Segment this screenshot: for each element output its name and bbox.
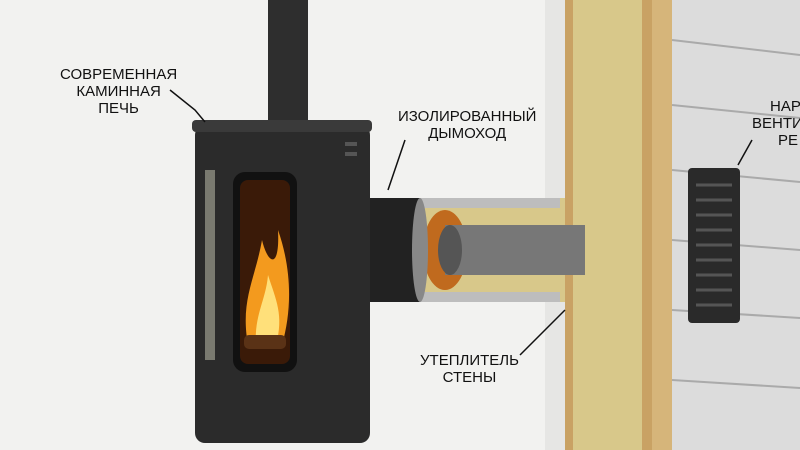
insulation-label: УТЕПЛИТЕЛЬ СТЕНЫ xyxy=(420,352,519,386)
inner-pipe xyxy=(445,225,585,275)
flue-pipe xyxy=(268,0,308,125)
logs xyxy=(244,335,286,349)
vent-label: НАР ВЕНТИЛ РЕ xyxy=(752,98,800,149)
chimney-label: ИЗОЛИРОВАННЫЙ ДЫМОХОД xyxy=(398,108,537,142)
stove-label: СОВРЕМЕННАЯ КАМИННАЯ ПЕЧЬ xyxy=(60,66,178,117)
sheathing xyxy=(652,0,672,450)
